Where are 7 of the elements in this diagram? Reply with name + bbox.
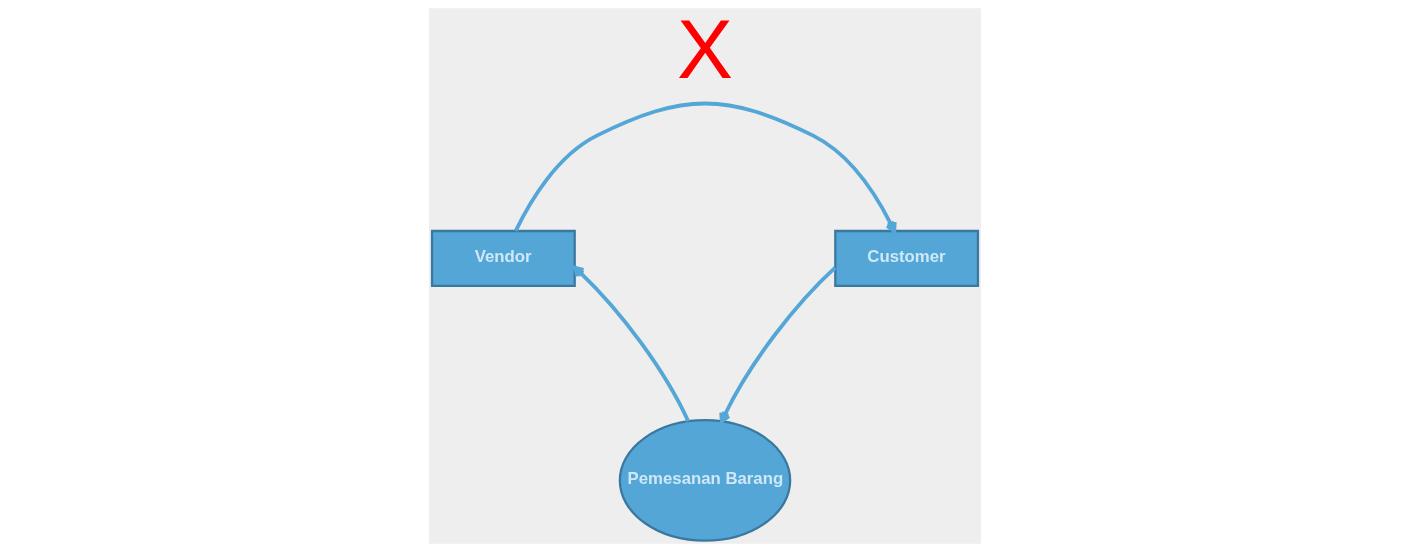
node-ellipse: Pemesanan Barang bbox=[618, 419, 792, 542]
node-box: Customer bbox=[834, 229, 980, 288]
arrow bbox=[719, 266, 837, 424]
node-box: Vendor bbox=[430, 229, 576, 288]
arrow bbox=[514, 101, 897, 233]
arrow bbox=[573, 265, 690, 423]
edge-label: X bbox=[677, 2, 733, 97]
